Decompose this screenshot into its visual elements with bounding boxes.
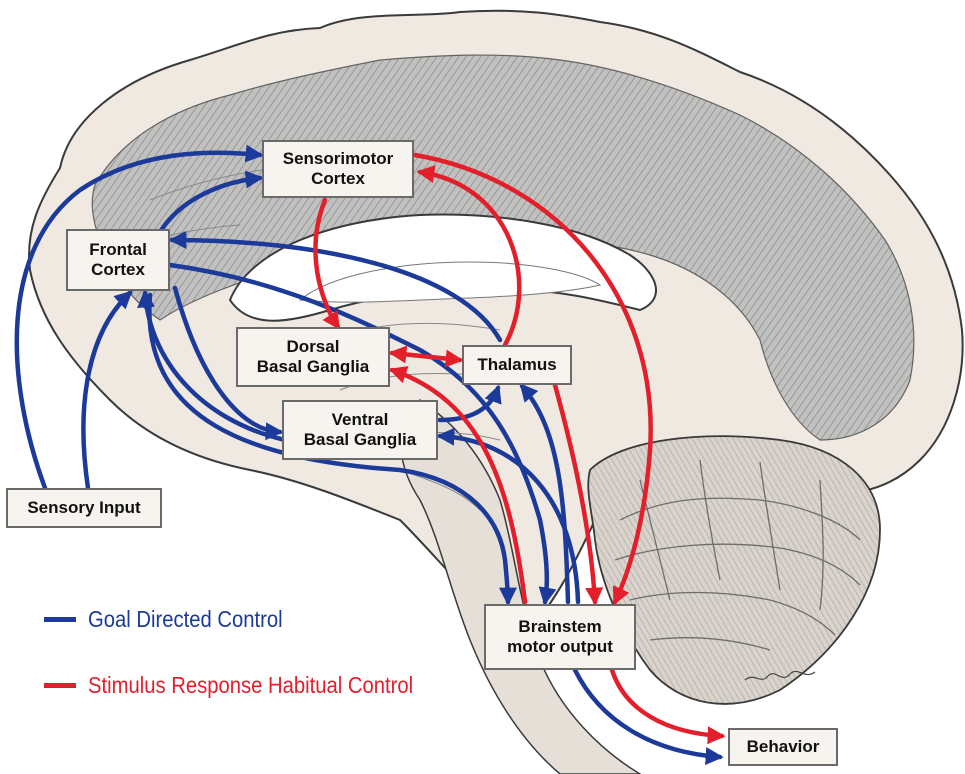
- artist-signature: [744, 670, 816, 681]
- node-label-line: Basal Ganglia: [256, 357, 370, 376]
- node-label-line: Basal Ganglia: [303, 430, 417, 449]
- node-label-line: Sensory Input: [27, 498, 141, 517]
- legend-label-goal: Goal Directed Control: [88, 606, 283, 632]
- node-frontal-cortex: Frontal Cortex: [66, 229, 170, 291]
- node-sensorimotor-cortex: Sensorimotor Cortex: [262, 140, 414, 198]
- habitual-pathways: [313, 152, 726, 745]
- node-label-line: motor output: [507, 637, 613, 656]
- arrow-thalamus-to-frontal: [168, 231, 503, 343]
- arrow-frontal-to-brainstem: [167, 262, 557, 606]
- arrow-dorsal-thalamus-bidirectional: [388, 345, 464, 368]
- goal-directed-pathways: [14, 144, 724, 765]
- arrow-ventral-to-thalamus: [437, 384, 502, 423]
- node-label-line: Cortex: [91, 260, 145, 279]
- arrow-frontal-to-sensorimotor: [157, 170, 264, 235]
- node-thalamus: Thalamus: [462, 345, 572, 385]
- legend-swatch-habit: [44, 683, 76, 688]
- node-label-line: Cortex: [311, 169, 365, 188]
- node-ventral-basal-ganglia: Ventral Basal Ganglia: [282, 400, 438, 460]
- node-sensory-input: Sensory Input: [6, 488, 162, 528]
- node-brainstem-motor-output: Brainstem motor output: [484, 604, 636, 670]
- arrow-sensorimotor-to-dorsal: [313, 197, 341, 330]
- arrow-brainstem-to-dorsal-a: [388, 366, 528, 605]
- legend-item-goal: Goal Directed Control: [44, 606, 309, 633]
- node-dorsal-basal-ganglia: Dorsal Basal Ganglia: [236, 327, 390, 387]
- ventricle: [298, 261, 602, 303]
- arrow-brainstem-to-dorsal-b: [552, 382, 604, 606]
- legend-swatch-goal: [44, 617, 76, 622]
- arrow-thalamus-to-sensorimotor: [416, 165, 522, 348]
- legend-label-habit: Stimulus Response Habitual Control: [88, 672, 414, 698]
- arrow-frontal-to-ventral: [172, 285, 284, 441]
- node-label-line: Behavior: [746, 737, 820, 756]
- node-label-line: Ventral: [331, 410, 389, 429]
- arrow-brainstem-to-behavior: [572, 667, 724, 765]
- arrow-sensory-to-frontal: [81, 290, 133, 491]
- arrow-brainstem-to-behavior-red: [609, 667, 726, 745]
- arrow-sensorimotor-to-brainstem: [412, 152, 653, 606]
- arrow-frontal-loop-to-brainstem: [147, 292, 517, 606]
- arrow-sensory-to-sensorimotor: [14, 144, 264, 491]
- arrow-brainstem-to-ventral: [436, 427, 581, 605]
- node-behavior: Behavior: [728, 728, 838, 766]
- node-label-line: Dorsal: [286, 337, 340, 356]
- legend-item-habit: Stimulus Response Habitual Control: [44, 672, 457, 699]
- arrow-brainstem-to-thalamus: [519, 383, 571, 605]
- node-label-line: Sensorimotor: [282, 149, 394, 168]
- node-label-line: Brainstem: [518, 617, 602, 636]
- node-label-line: Frontal: [89, 240, 147, 259]
- node-label-line: Thalamus: [477, 355, 557, 374]
- cerebellum: [587, 435, 881, 705]
